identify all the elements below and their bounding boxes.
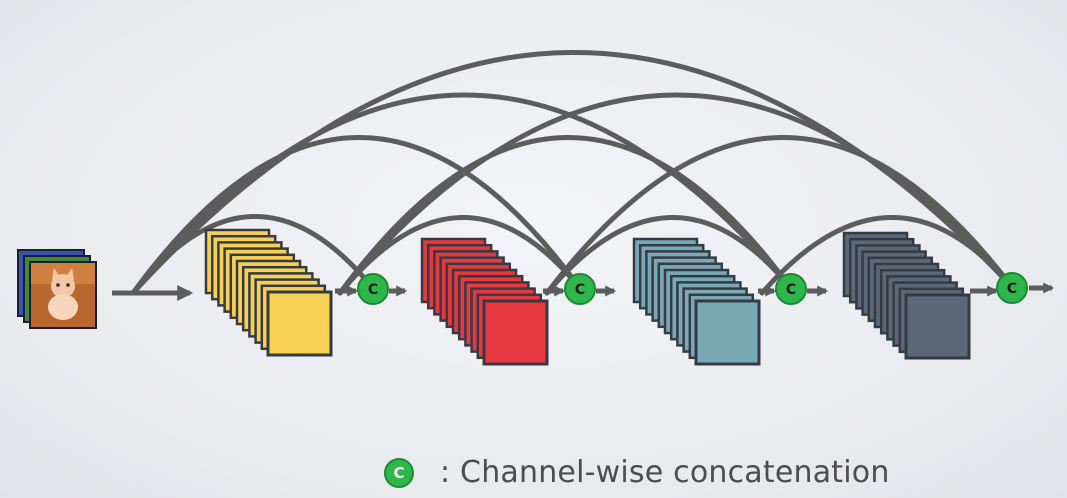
skip-arc-c3-c4 bbox=[759, 215, 1015, 296]
skip-arc-input-c3 bbox=[130, 92, 793, 296]
concat-symbol: C bbox=[1007, 281, 1017, 297]
concat-circle bbox=[996, 272, 1028, 304]
concat-node-2: C bbox=[564, 273, 596, 305]
feature-block-3 bbox=[632, 237, 761, 366]
concat-symbol: C bbox=[575, 282, 585, 298]
legend: C : Channel-wise concatenation bbox=[384, 455, 890, 490]
concat-circle bbox=[564, 273, 596, 305]
concat-legend-icon: C bbox=[384, 457, 414, 488]
legend-label: : Channel-wise concatenation bbox=[440, 455, 890, 490]
feature-block-4 bbox=[842, 231, 971, 360]
concat-node-3: C bbox=[775, 273, 807, 305]
concat-node-1: C bbox=[357, 273, 389, 305]
feature-block-2 bbox=[420, 237, 549, 366]
concat-circle bbox=[775, 273, 807, 305]
feature-blocks bbox=[204, 228, 971, 366]
concat-symbol: C bbox=[786, 282, 796, 298]
concat-symbol: C bbox=[368, 282, 378, 298]
block-2-front-map bbox=[482, 299, 549, 366]
skip-arc-c1-c4 bbox=[337, 92, 1015, 296]
block-1-front-map bbox=[266, 290, 333, 357]
concat-node-4: C bbox=[996, 272, 1028, 304]
input-image-stack bbox=[17, 249, 97, 329]
skip-connections bbox=[130, 50, 1015, 296]
block-3-front-map bbox=[694, 299, 761, 366]
skip-arc-input-c2 bbox=[130, 135, 582, 296]
forward-arrows bbox=[112, 282, 1055, 302]
kitten-photo-icon bbox=[29, 261, 97, 329]
skip-arc-c2-c4 bbox=[544, 135, 1015, 296]
skip-arc-c1-c3 bbox=[337, 135, 793, 296]
skip-arc-c2-c3 bbox=[544, 215, 793, 296]
block-4-front-map bbox=[904, 293, 971, 360]
feature-block-1 bbox=[204, 228, 333, 357]
concat-circle bbox=[357, 273, 389, 305]
